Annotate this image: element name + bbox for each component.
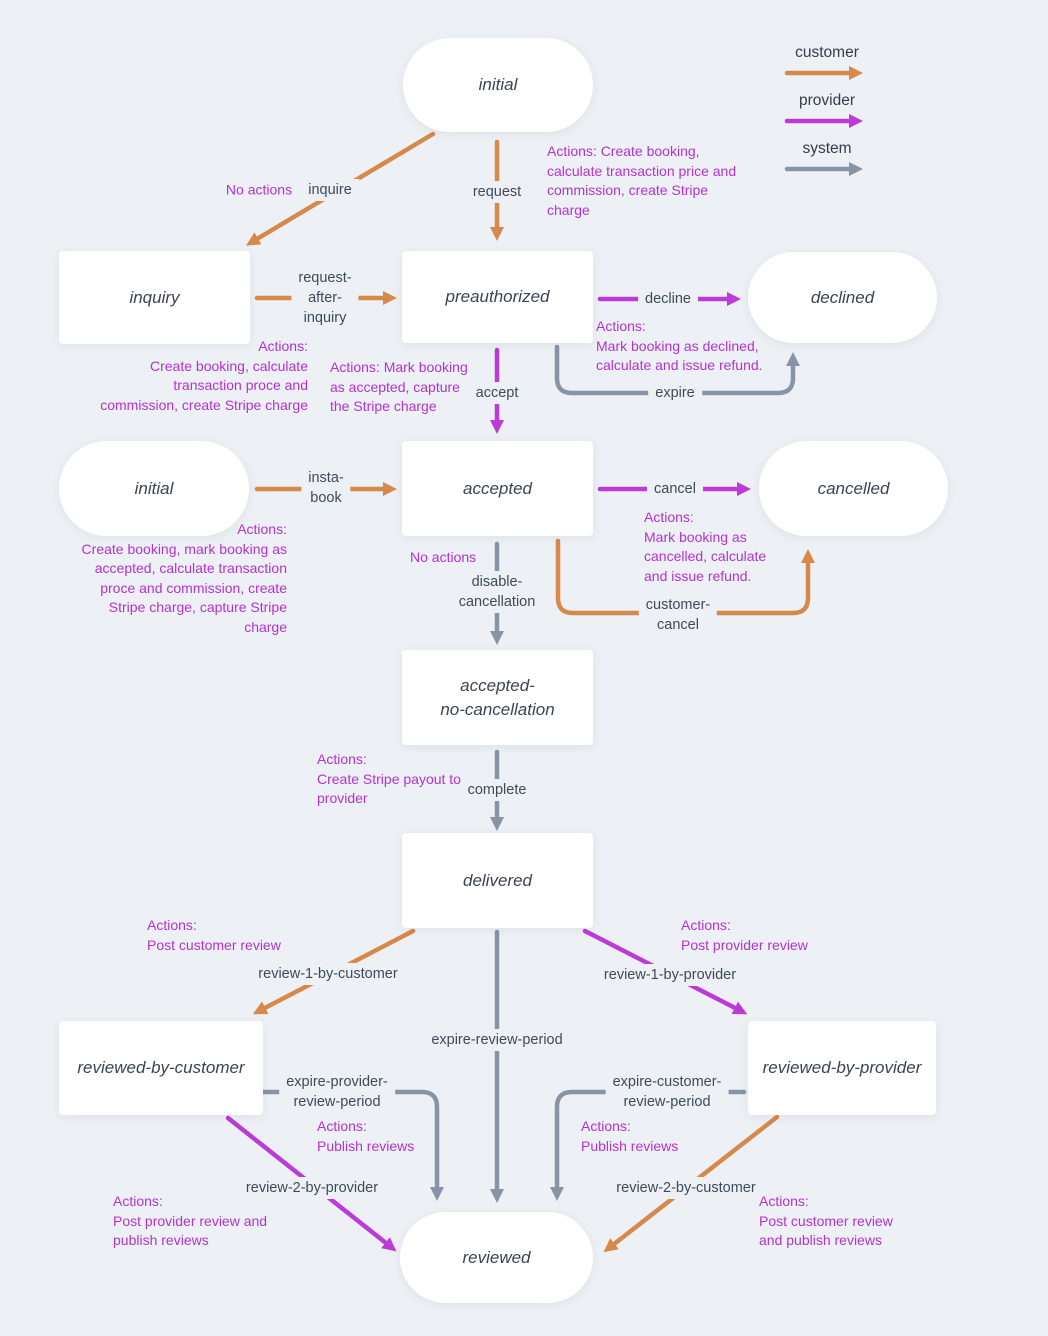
actions-note-no-actions-disable: No actions	[410, 549, 477, 565]
state-accepted: accepted	[402, 441, 593, 536]
state-reviewed-by-customer: reviewed-by-customer	[59, 1021, 263, 1115]
state-delivered: delivered	[402, 833, 593, 928]
actions-note-complete: Actions: Create Stripe payout to provide…	[317, 751, 461, 806]
edge-label-expire-review-period: expire-review-period	[424, 1029, 570, 1051]
state-initial-top: initial	[403, 38, 593, 132]
state-cancelled: cancelled	[759, 441, 948, 536]
edge-label-complete: complete	[460, 779, 534, 801]
edge-label-request-after-inquiry: request- after- inquiry	[291, 267, 359, 329]
edge-label-review-2-by-provider: review-2-by-provider	[238, 1177, 386, 1199]
edge-label-request: request	[465, 181, 529, 203]
actions-note-decline: Actions: Mark booking as declined, calcu…	[596, 318, 763, 373]
edge-label-review-2-by-customer: review-2-by-customer	[609, 1177, 763, 1199]
actions-note-request: Actions: Create booking, calculate trans…	[547, 143, 737, 218]
actions-note-cancel: Actions: Mark booking as cancelled, calc…	[644, 509, 767, 584]
edge-label-cancel: cancel	[647, 478, 703, 500]
actions-note-review-1-by-provider: Actions: Post provider review	[681, 917, 808, 953]
edge-expire-customer-review-period-arrow	[550, 1089, 747, 1201]
state-accepted-no-cancellation: accepted- no-cancellation	[402, 650, 593, 745]
actions-note-insta-book: Actions: Create booking, mark booking as…	[81, 521, 287, 635]
actions-note-no-actions-inquire: No actions	[225, 181, 293, 198]
state-declined: declined	[748, 252, 937, 343]
edge-label-customer-cancel: customer- cancel	[638, 594, 718, 636]
edge-label-inquire: inquire	[301, 179, 359, 201]
edge-label-review-1-by-provider: review-1-by-provider	[596, 964, 744, 986]
edge-label-insta-book: insta- book	[301, 467, 351, 509]
actions-note-review-1-by-customer: Actions: Post customer review	[147, 917, 281, 953]
actions-note-request-after-inquiry: Actions: Create booking, calculate trans…	[100, 338, 308, 413]
state-preauthorized: preauthorized	[402, 251, 593, 343]
legend-system-label: system	[802, 140, 852, 157]
actions-note-publish-left: Actions: Publish reviews	[317, 1118, 415, 1154]
edge-label-expire-provider-review-period: expire-provider- review-period	[279, 1071, 395, 1113]
edge-label-expire: expire	[648, 382, 702, 404]
state-reviewed: reviewed	[400, 1212, 593, 1303]
state-reviewed-by-provider: reviewed-by-provider	[748, 1021, 936, 1115]
edge-label-decline: decline	[638, 288, 698, 310]
actions-note-review-2-by-customer: Actions: Post customer review and publis…	[759, 1193, 893, 1248]
state-inquiry: inquiry	[59, 251, 250, 344]
edge-label-review-1-by-customer: review-1-by-customer	[251, 963, 405, 985]
edge-label-accept: accept	[468, 382, 526, 404]
state-initial-insta-book: initial	[59, 441, 249, 536]
edge-label-disable-cancellation: disable- cancellation	[451, 571, 543, 613]
actions-note-publish-right: Actions: Publish reviews	[581, 1118, 679, 1154]
edge-label-expire-customer-review-period: expire-customer- review-period	[605, 1071, 729, 1113]
actions-note-review-2-by-provider: Actions: Post provider review and publis…	[113, 1193, 268, 1248]
legend-provider-label: provider	[799, 92, 855, 109]
actions-note-accept: Actions: Mark booking as accepted, captu…	[330, 359, 468, 414]
edge-expire-provider-review-period-arrow	[260, 1089, 444, 1201]
legend-customer-label: customer	[795, 44, 859, 61]
